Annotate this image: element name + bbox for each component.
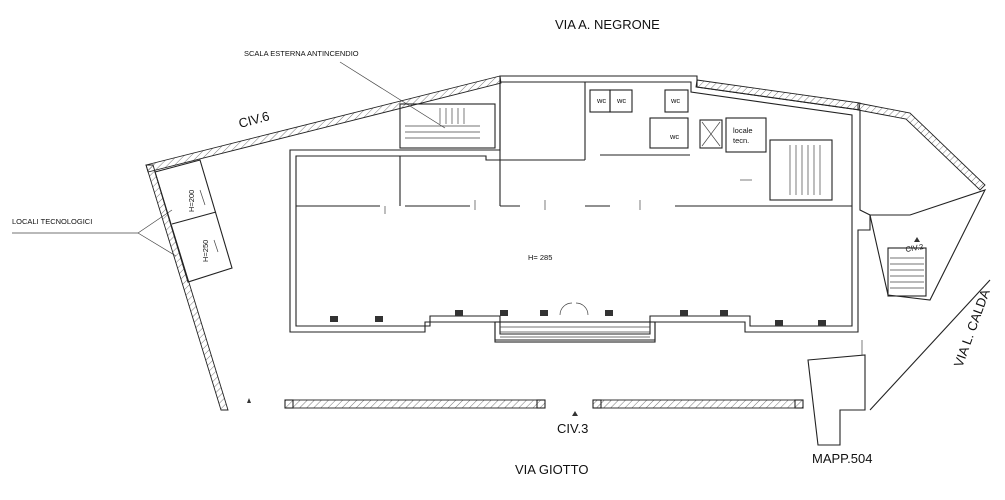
fire-stair-treads (405, 108, 480, 139)
boundary-wall-east (857, 102, 986, 191)
parcel-504 (807, 354, 866, 446)
main-building-inner-outline (295, 81, 853, 335)
wc-label-1: wc (596, 96, 606, 105)
gate-post-4 (794, 399, 804, 409)
parcel-label: MAPP.504 (812, 451, 872, 466)
entrance-markers (247, 237, 920, 416)
gate-post-1 (284, 399, 294, 409)
street-label-north: VIA A. NEGRONE (555, 17, 660, 32)
south-entrance-doors (559, 302, 589, 316)
boundary-wall-south-1 (284, 399, 546, 409)
civic-number-6: CIV.6 (237, 108, 271, 131)
gate-post-2 (536, 399, 546, 409)
tech-room-label-2: tecn. (733, 136, 749, 145)
main-hall-height: H= 285 (528, 253, 552, 262)
east-street-edge (869, 279, 991, 411)
tech-room (725, 117, 767, 153)
main-building-outline (289, 75, 871, 341)
tech-room-label-1: locale (733, 126, 753, 135)
street-label-south: VIA GIOTTO (515, 462, 588, 477)
tech-rooms-door-1 (199, 189, 206, 206)
boundary-wall-northwest (145, 75, 502, 173)
tech-rooms-outline (154, 159, 233, 283)
tech-rooms-door-2 (213, 239, 219, 253)
fire-stair-label: SCALA ESTERNA ANTINCENDIO (244, 49, 359, 58)
tech-rooms-label: LOCALI TECNOLOGICI (12, 217, 92, 226)
fire-stair-leader (339, 61, 446, 129)
boundary-wall-south-2 (592, 399, 804, 409)
boundary-wall-north (695, 79, 861, 111)
fire-stair (399, 103, 496, 149)
south-entrance-treads (500, 326, 650, 338)
tech-rooms-leader-b (137, 232, 177, 257)
east-stair-block (769, 139, 833, 201)
interior-doors (384, 179, 752, 214)
civ2-stair (887, 247, 927, 297)
tech-rooms-divider (171, 211, 217, 225)
gate-post-3 (592, 399, 602, 409)
south-entrance-steps (494, 321, 656, 343)
wc-label-3: wc (670, 96, 680, 105)
lift-cross-2 (701, 121, 721, 147)
wc-label-2: wc (616, 96, 626, 105)
boundary-wall-west (145, 164, 229, 411)
height-250: H=250 (201, 240, 210, 262)
east-wing (869, 189, 987, 301)
wc-room-2 (609, 89, 633, 113)
lift-shaft (699, 119, 723, 149)
wc-room-3 (664, 89, 689, 113)
east-stair-treads (789, 145, 821, 195)
height-200: H=200 (187, 190, 196, 212)
civic-number-3: CIV.3 (557, 421, 588, 436)
pillars (330, 310, 826, 326)
civ2-stair-treads (890, 257, 924, 289)
wc-label-4: wc (669, 132, 679, 141)
wc-room-4 (649, 117, 689, 149)
